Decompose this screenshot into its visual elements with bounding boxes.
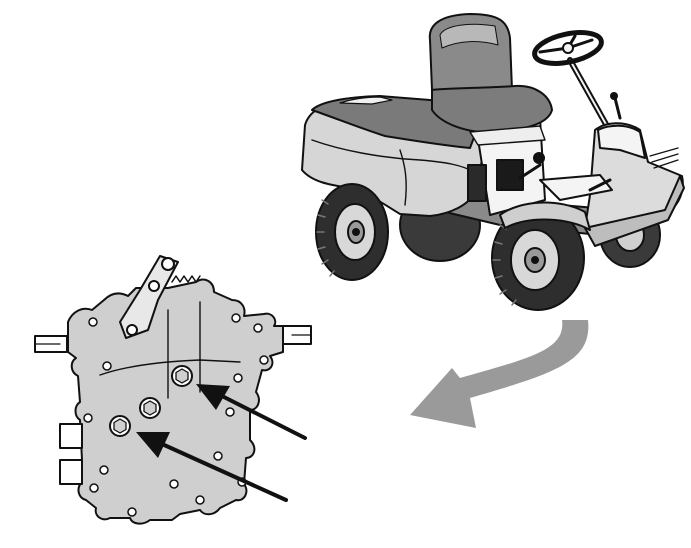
control-lever-arm — [119, 255, 179, 339]
control-rod — [518, 163, 542, 180]
seat-back-highlight — [439, 23, 499, 49]
front-fender — [499, 201, 591, 231]
housing-seam — [167, 301, 201, 399]
hydraulic-fitting-lower — [59, 459, 83, 485]
rear-body-crease — [311, 139, 475, 173]
arrow-pointer-icon — [136, 432, 288, 502]
seat-cushion — [431, 84, 553, 133]
left-shaft — [34, 335, 68, 353]
housing-bolts — [83, 313, 269, 517]
seat-bolster — [469, 125, 546, 146]
front-bumper — [584, 175, 685, 247]
control-lever-box — [467, 164, 487, 202]
throttle-lever — [613, 96, 622, 120]
steering-wheel-icon — [532, 30, 604, 66]
lawn-tractor-icon — [301, 13, 685, 311]
return-spring — [171, 275, 201, 283]
front-wheel-icon — [491, 205, 585, 311]
housing-inner-panel — [99, 359, 241, 376]
arrow-pointer-icon — [196, 384, 307, 440]
rear-wheel-icon — [315, 183, 389, 281]
front-footrest — [539, 174, 613, 201]
drain-plug-upper-icon — [171, 365, 193, 387]
drain-plug-lower-icon — [109, 415, 131, 437]
right-shaft — [282, 325, 312, 345]
control-knob — [533, 152, 545, 164]
curved-arrow-icon — [410, 320, 589, 428]
rear-body-highlight — [339, 96, 393, 105]
front-grille — [649, 147, 679, 169]
front-hood-top — [597, 124, 646, 159]
hydraulic-fitting-upper — [59, 423, 83, 449]
housing-body — [67, 278, 284, 525]
control-box — [496, 159, 524, 191]
fill-plug-middle-icon — [139, 397, 161, 419]
rear-body-crease-2 — [399, 149, 407, 206]
transmission-housing-icon — [34, 255, 312, 525]
